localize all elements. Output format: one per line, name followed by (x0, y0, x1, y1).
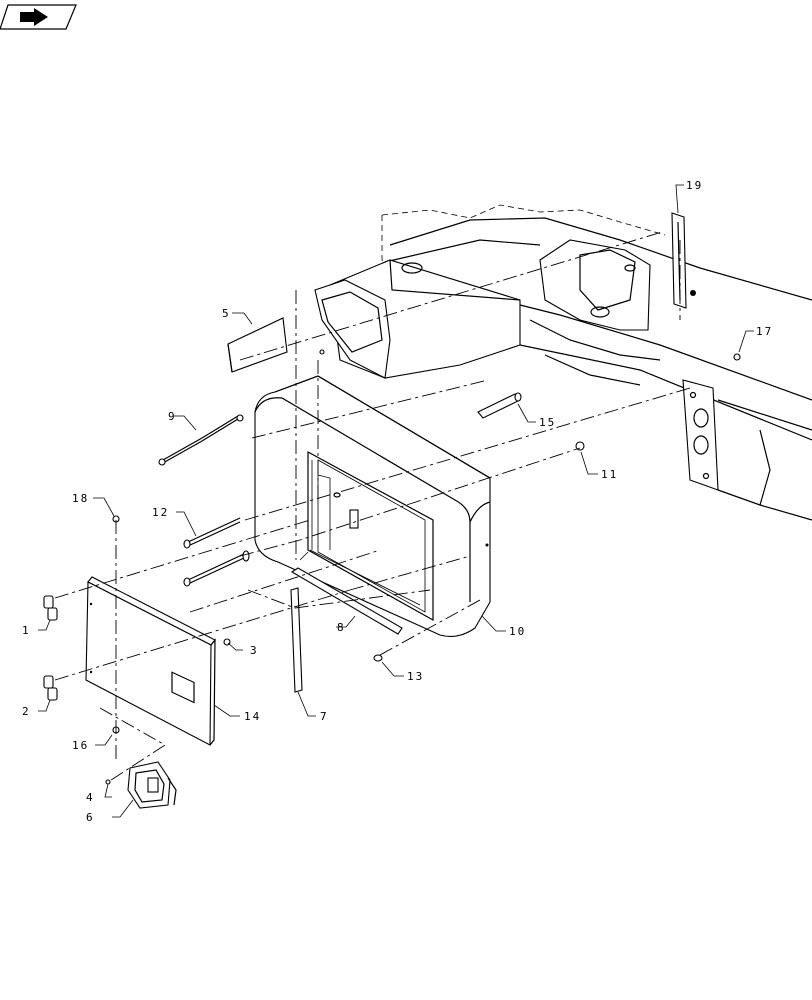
callout-14: 14 (244, 710, 261, 723)
callout-4: 4 (86, 791, 95, 804)
callout-16: 16 (72, 739, 89, 752)
callout-5: 5 (222, 307, 231, 320)
callout-18: 18 (72, 492, 89, 505)
callout-15: 15 (539, 416, 556, 429)
callout-19: 19 (686, 179, 703, 192)
callout-6: 6 (86, 811, 95, 824)
cover-plate (227, 317, 288, 373)
hinge-upper (43, 595, 58, 621)
latch-handle (127, 761, 177, 809)
leader-lines (38, 184, 754, 818)
frame-assembly (314, 204, 812, 521)
bolts (183, 517, 250, 587)
callout-1: 1 (22, 624, 31, 637)
spacer-rod (477, 392, 522, 419)
callout-7: 7 (320, 710, 329, 723)
navigation-arrow-icon[interactable] (0, 4, 77, 30)
door-panel (85, 576, 216, 746)
callout-9: 9 (168, 410, 177, 423)
cable-lanyard (158, 414, 244, 466)
callout-17: 17 (756, 325, 773, 338)
callout-numbers: 1 2 3 4 5 6 7 8 9 10 11 12 13 14 15 16 1… (22, 179, 773, 824)
callout-8: 8 (337, 621, 346, 634)
callout-11: 11 (601, 468, 618, 481)
callout-13: 13 (407, 670, 424, 683)
centerlines (54, 231, 691, 783)
callout-2: 2 (22, 705, 31, 718)
callout-12: 12 (152, 506, 169, 519)
gasket-strip-7 (290, 587, 303, 693)
callout-3: 3 (250, 644, 259, 657)
callout-10: 10 (509, 625, 526, 638)
hinge-lower (43, 675, 58, 701)
